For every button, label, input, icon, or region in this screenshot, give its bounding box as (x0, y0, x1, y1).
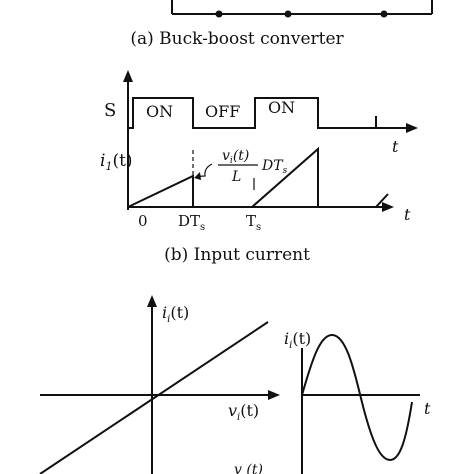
switch-label: S (104, 100, 116, 121)
vertical-axis-arrow (123, 70, 133, 82)
current-time-arrow (382, 202, 394, 212)
state-on-2: ON (268, 98, 295, 117)
caption-b: (b) Input current (164, 245, 310, 265)
caption-a: (a) Buck-boost converter (130, 29, 344, 49)
current-axis-label: i1(t) (100, 151, 133, 173)
iv-characteristic: ii(t) vi(t) v (t) (39, 295, 280, 474)
junction-dot (215, 10, 223, 18)
iv-y-label: ii(t) (162, 303, 189, 325)
sine-current-wave: ii(t) t (284, 329, 431, 474)
sine-y-label: ii(t) (284, 329, 311, 351)
iv-x-label: vi(t) (228, 401, 259, 423)
input-current-diagram: i1(t) vi(t) L DTs 0 DTs Ts t (100, 146, 411, 233)
slope-pointer-arrow (194, 172, 201, 180)
converter-bottom-remnant (171, 0, 433, 18)
switch-waveform (128, 97, 376, 129)
tick-ts: Ts (246, 212, 261, 233)
current-waveform (127, 146, 362, 208)
current-time-label: t (404, 205, 411, 224)
switch-timing-diagram: S ON OFF ON t (104, 70, 418, 210)
sine-time-label: t (424, 399, 431, 418)
slope-numerator: vi(t) (222, 148, 249, 166)
tick-zero: 0 (138, 212, 148, 230)
junction-dot (380, 10, 388, 18)
iv-horizontal-arrow (268, 390, 280, 400)
junction-dot (284, 10, 292, 18)
state-on-1: ON (146, 102, 173, 121)
sine-waveform (301, 333, 413, 462)
state-off: OFF (205, 102, 240, 121)
next-period-ramp (375, 193, 389, 208)
slope-denominator: L (231, 169, 241, 185)
tick-dts: DTs (178, 212, 205, 233)
switch-time-label: t (392, 137, 399, 156)
iv-vertical-arrow (147, 295, 157, 307)
slope-multiplier: DTs (261, 158, 288, 176)
switch-time-arrow (406, 123, 418, 133)
iv-linear-line (39, 321, 269, 474)
bottom-label: v (t) (234, 462, 263, 474)
